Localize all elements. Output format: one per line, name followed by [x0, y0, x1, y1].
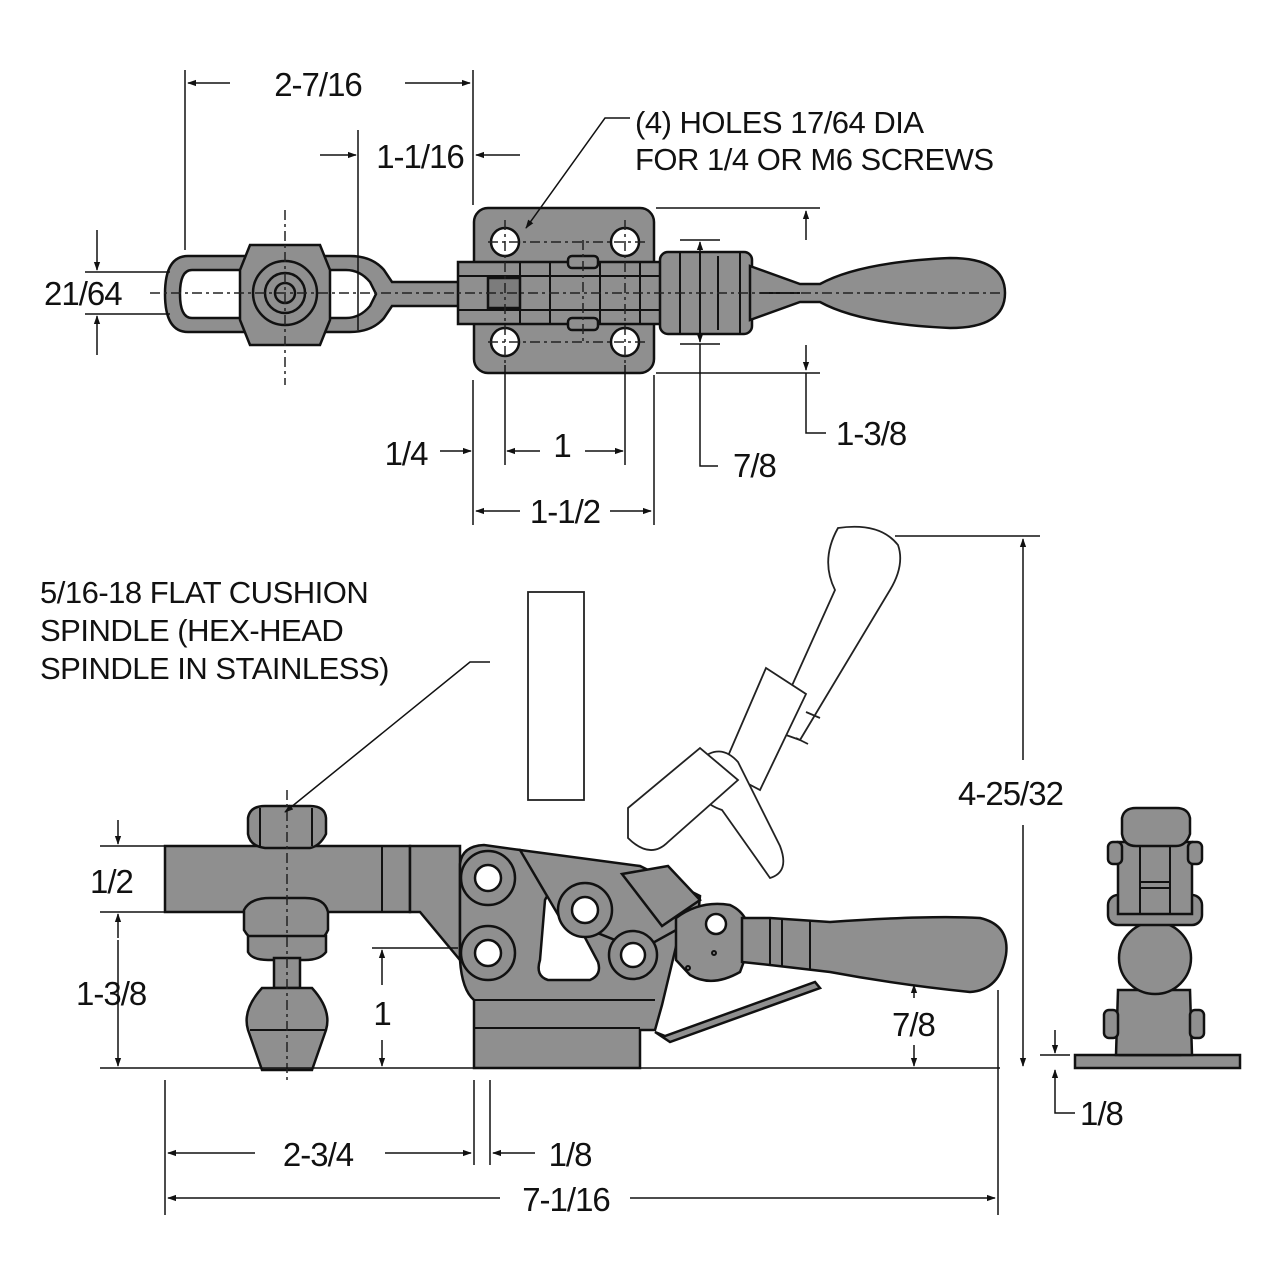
side-view: [163, 525, 1008, 1080]
spindle-note-line3: SPINDLE IN STAINLESS): [40, 651, 389, 686]
end-pivot-disc: [1117, 920, 1193, 996]
side-handle: [740, 915, 1008, 994]
dim-1-2: 1/2: [90, 863, 133, 900]
spindle-note-line1: 5/16-18 FLAT CUSHION: [40, 575, 368, 610]
dim-1-3-8-side: 1-3/8: [76, 975, 146, 1012]
dim-1-8-end: 1/8: [1080, 1095, 1123, 1132]
dim-1-3-8-top: 1-3/8: [836, 415, 906, 452]
dim-1-4: 1/4: [385, 435, 429, 472]
end-arm: [1116, 840, 1194, 916]
end-hex: [1120, 806, 1192, 848]
dim-21-64: 21/64: [44, 275, 122, 312]
dim-2-7-16: 2-7/16: [274, 66, 362, 103]
dim-1-1-2: 1-1/2: [530, 493, 600, 530]
side-release-lever: [654, 980, 823, 1044]
dim-1-side: 1: [373, 995, 390, 1032]
end-body: [1114, 988, 1194, 1057]
labels: (4) HOLES 17/64 DIA FOR 1/4 OR M6 SCREWS…: [40, 66, 1124, 1218]
dim-7-8-top: 7/8: [733, 447, 776, 484]
phantom-handle: [627, 525, 902, 880]
end-view: [1073, 806, 1242, 1070]
phantom-spindle: [527, 591, 585, 801]
dim-4-25-32: 4-25/32: [958, 775, 1063, 812]
end-base-plate: [1073, 1053, 1242, 1070]
dim-1: 1: [553, 427, 570, 464]
end-view-dimensions: [1040, 1030, 1075, 1114]
dim-1-1-16: 1-1/16: [376, 138, 464, 175]
dim-7-8-side: 7/8: [892, 1006, 935, 1043]
top-view: [150, 206, 1007, 385]
dim-1-8-base: 1/8: [549, 1136, 592, 1173]
spindle-note-line2: SPINDLE (HEX-HEAD: [40, 613, 343, 648]
side-nut-bottom-lower: [246, 934, 328, 962]
holes-note-line2: FOR 1/4 OR M6 SCREWS: [635, 142, 994, 177]
side-view-dimensions: [100, 535, 1040, 1215]
top-view-dimensions: [85, 70, 826, 525]
holes-note-line1: (4) HOLES 17/64 DIA: [635, 105, 924, 140]
dim-2-3-4: 2-3/4: [283, 1136, 354, 1173]
top-handle: [748, 256, 1007, 330]
dim-7-1-16: 7-1/16: [522, 1181, 610, 1218]
